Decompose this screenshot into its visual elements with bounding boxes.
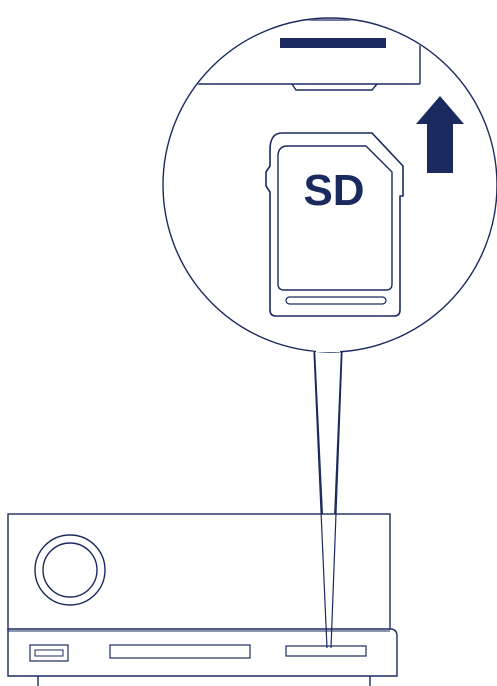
- sd-card-slot: [285, 645, 367, 657]
- sd-card-logo-text: SD: [303, 166, 364, 215]
- sd-card-grip: [285, 296, 387, 305]
- storage-device: [7, 513, 398, 686]
- card-slot-center: [109, 644, 251, 659]
- magnified-sd-slot: [280, 38, 386, 48]
- power-button: [34, 534, 106, 606]
- sd-card-label-area: [277, 145, 393, 291]
- usb-port: [29, 644, 69, 662]
- arrow-up-icon: [416, 96, 464, 173]
